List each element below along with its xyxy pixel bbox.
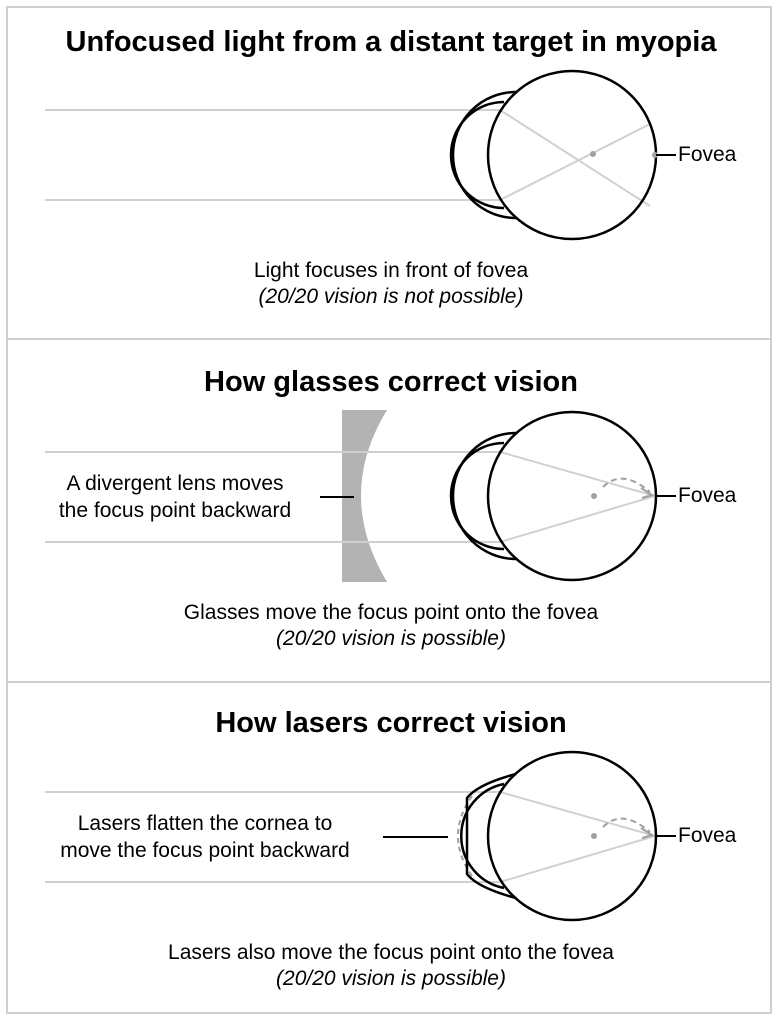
panel-1-focus-point <box>590 151 596 157</box>
panel-2-focus-shift-arrow <box>602 477 651 493</box>
panel-2-iris-arc <box>449 441 505 551</box>
panel-2-refracted-ray-1 <box>499 451 656 497</box>
panel-2-side-label-line-2: the focus point backward <box>58 499 292 522</box>
panel-3-side-label: Lasers flatten the cornea to move the fo… <box>40 810 370 864</box>
panel-1-fovea-label: Fovea <box>678 143 737 166</box>
panel-3-title: How lasers correct vision <box>215 707 567 739</box>
panel-3-side-label-line-2: move the focus point backward <box>60 839 350 862</box>
panel-2-caption-note: (20/20 vision is possible) <box>276 627 506 650</box>
panel-2-eye-diagram <box>45 410 676 582</box>
panel-2-caption-main: Glasses move the focus point onto the fo… <box>183 601 599 624</box>
panel-1-iris-arc <box>449 100 505 210</box>
panel-1-caption-main: Light focuses in front of fovea <box>253 259 529 282</box>
panel-2-side-label: A divergent lens moves the focus point b… <box>30 470 320 524</box>
panel-1-cornea <box>451 90 517 220</box>
panel-3-eyeball <box>486 750 658 922</box>
panel-2-original-focus-point <box>591 493 597 499</box>
figure-frame <box>6 6 772 1014</box>
panel-2-focus-shift-arrowhead <box>640 487 655 499</box>
panel-2-eyeball <box>486 410 658 582</box>
panel-divider-2 <box>8 681 770 683</box>
panel-3-focus-shift-arrow <box>602 817 651 833</box>
panel-3-refracted-ray-2 <box>499 835 656 883</box>
panel-3-flattened-cornea <box>465 772 517 900</box>
panel-1-refracted-ray-1 <box>499 109 651 207</box>
panel-1-fovea-marker <box>652 152 658 158</box>
panel-2-fovea-label: Fovea <box>678 484 737 507</box>
panel-2-caption: Glasses move the focus point onto the fo… <box>0 600 782 652</box>
panel-2-side-label-line-1: A divergent lens moves <box>66 472 284 495</box>
panel-1-title: Unfocused light from a distant target in… <box>65 26 717 58</box>
panel-1-caption-note: (20/20 vision is not possible) <box>258 285 524 308</box>
panel-3-side-label-line-1: Lasers flatten the cornea to <box>77 812 333 835</box>
panel-3-caption: Lasers also move the focus point onto th… <box>0 940 782 992</box>
panel-3-eye-diagram <box>45 750 676 922</box>
panel-1-caption: Light focuses in front of fovea (20/20 v… <box>0 258 782 310</box>
panel-3-focus-shift-arrowhead <box>640 827 655 839</box>
panel-3-original-focus-point <box>591 833 597 839</box>
panel-2-refracted-ray-2 <box>499 495 656 543</box>
panel-2-cornea <box>451 431 517 561</box>
panel-3-fovea-label: Fovea <box>678 824 737 847</box>
panel-2-title: How glasses correct vision <box>204 366 578 398</box>
panel-divider-1 <box>8 338 770 340</box>
panel-1-eye-diagram <box>45 69 676 241</box>
panel-1-refracted-ray-2 <box>499 123 651 201</box>
panel-3-caption-note: (20/20 vision is possible) <box>276 967 506 990</box>
panel-3-caption-main: Lasers also move the focus point onto th… <box>168 941 614 964</box>
panel-3-refracted-ray-1 <box>499 791 656 837</box>
panel-3-iris-arc <box>460 782 505 890</box>
